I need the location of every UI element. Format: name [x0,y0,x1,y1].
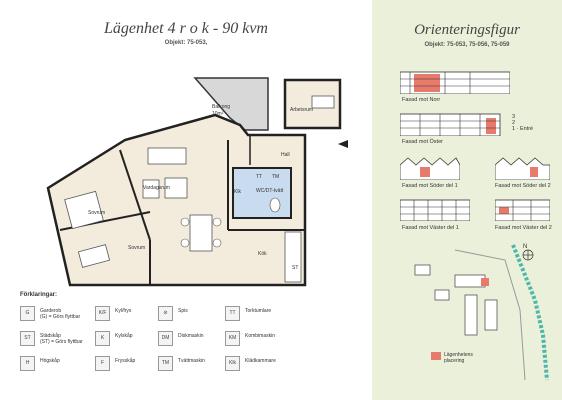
legend-text: Frysskåp [115,358,136,364]
apartment-title: Lägenhet 4 r o k - 90 kvm [104,20,268,37]
legend-item: F Frysskåp [95,356,205,372]
label-kok: Kök [258,251,267,257]
legend-item: Klk Klädkammare [225,356,335,372]
label-klk: Klk [234,189,241,195]
legend-code: K/F [95,306,110,321]
legend-item: KM Kombimaskin [225,331,335,347]
legend-text: Städskåp [40,333,61,339]
legend-text: Spis [178,308,188,314]
legend-text: Diskmaskin [178,333,204,339]
entre-label: 1 · Entré [512,126,534,132]
north-label: N [523,244,528,250]
label-balkong-area: 10m² [212,111,224,117]
legend-text: Högskåp [40,358,60,364]
facade-oster-drawing [400,113,501,136]
facade-norr-drawing [400,71,510,94]
legend-code: TT [225,306,240,321]
legend-item: ⊘ Spis [158,306,268,322]
legend-heading: Förklaringar: [20,292,58,298]
legend-item: H Högskåp [20,356,130,372]
legend-item: TM Tvättmaskin [158,356,268,372]
floor-number: 3 [512,114,516,120]
facade-soder1-drawing [400,157,460,180]
legend-note: (ST) = Görs flyttbar [40,339,83,345]
balcony-area [193,77,269,131]
label-balkong: Balkong [212,104,231,110]
label-sovrum-2: Sovrum [128,245,146,251]
legend-code: KM [225,331,240,346]
label-hall: Hall [281,152,290,158]
site-map [414,244,549,381]
legend-code: F [95,356,110,371]
label-tm: TM [272,174,280,180]
legend-code: ST [20,331,35,346]
facade-norr-label: Fasad mot Norr [402,97,441,103]
legend-text: Kylskåp [115,333,133,339]
label-wc: WC/DT-tvätt [256,188,284,194]
legend-text: Tvättmaskin [178,358,205,364]
apartment-floor [46,113,307,287]
legend-code: TM [158,356,173,371]
legend-text: Torktumlare [245,308,272,314]
facade-vaster2-label: Fasad mot Väster del 2 [495,225,552,231]
orientation-objects: Objekt: 75-053, 75-056, 75-059 [424,42,510,48]
label-vardagsrum: Vardagsrum [143,185,170,191]
legend-item: G Garderob(G) = Görs flyttbar [20,306,130,322]
stove-icon: ⊘ [158,306,173,321]
legend-item: DM Diskmaskin [158,331,268,347]
facade-soder1-label: Fasad mot Söder del 1 [402,183,458,189]
legend-code: G [20,306,35,321]
legend-item: TT Torktumlare [225,306,335,322]
legend-code: K [95,331,110,346]
legend-note: (G) = Görs flyttbar [40,314,81,320]
label-arbetsrum: Arbetsrum [290,107,314,113]
legend-item: ST Städskåp(ST) = Görs flyttbar [20,331,130,347]
facade-vaster1-label: Fasad mot Väster del 1 [402,225,459,231]
legend-code: Klk [225,356,240,371]
object-number: Objekt: 75-053, [164,40,208,46]
legend-text: Kombimaskin [245,333,276,339]
legend-text: Klädkammare [245,358,276,364]
label-tt: TT [256,174,263,180]
legend-text: Kyl/frys [115,308,132,314]
orientation-title: Orienteringsfigur [414,22,520,38]
facade-soder2-label: Fasad mot Söder del 2 [495,183,551,189]
floor-plan-drawing [46,77,348,287]
legend-code: H [20,356,35,371]
wc-room [232,167,292,219]
facade-vaster1-drawing [400,199,470,221]
legend-text: Garderob [40,308,62,314]
legend-item: K/F Kyl/frys [95,306,205,322]
facade-soder2-drawing [495,157,550,180]
facade-vaster2-drawing [495,199,550,221]
label-sovrum-1: Sovrum [88,210,106,216]
legend-code: DM [158,331,173,346]
label-st: ST [292,265,299,271]
placement-label: Lägenhetens placering [444,352,473,364]
legend-item: K Kylskåp [95,331,205,347]
floor-number: 2 [512,120,516,126]
facade-oster-label: Fasad mot Öster [402,139,443,145]
